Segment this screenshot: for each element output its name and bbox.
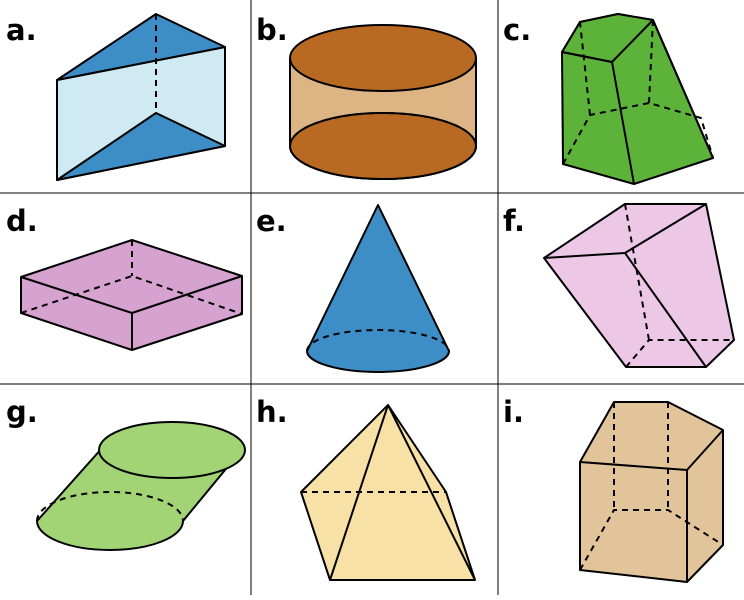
cell-label-h: h. <box>256 395 288 429</box>
cell-label-c: c. <box>503 13 532 47</box>
cell-label-d: d. <box>6 204 38 238</box>
cell-label-a: a. <box>6 13 37 47</box>
cell-label-e: e. <box>256 204 287 238</box>
pentagonal-prism-shape <box>579 401 724 583</box>
rectangular-prism-shape <box>20 239 243 351</box>
pentagonal-frustum-shape <box>561 13 714 185</box>
cone-shape <box>306 204 450 373</box>
cell-label-f: f. <box>503 204 526 238</box>
cell-label-i: i. <box>503 395 524 429</box>
cell-label-g: g. <box>6 395 38 429</box>
oblique-prism-shape <box>543 203 735 368</box>
square-pyramid-shape <box>300 404 476 581</box>
cylinder-shape <box>288 24 478 180</box>
triangular-prism-shape <box>56 13 226 181</box>
cell-label-b: b. <box>256 13 288 47</box>
oblique-cylinder-shape <box>36 421 246 551</box>
